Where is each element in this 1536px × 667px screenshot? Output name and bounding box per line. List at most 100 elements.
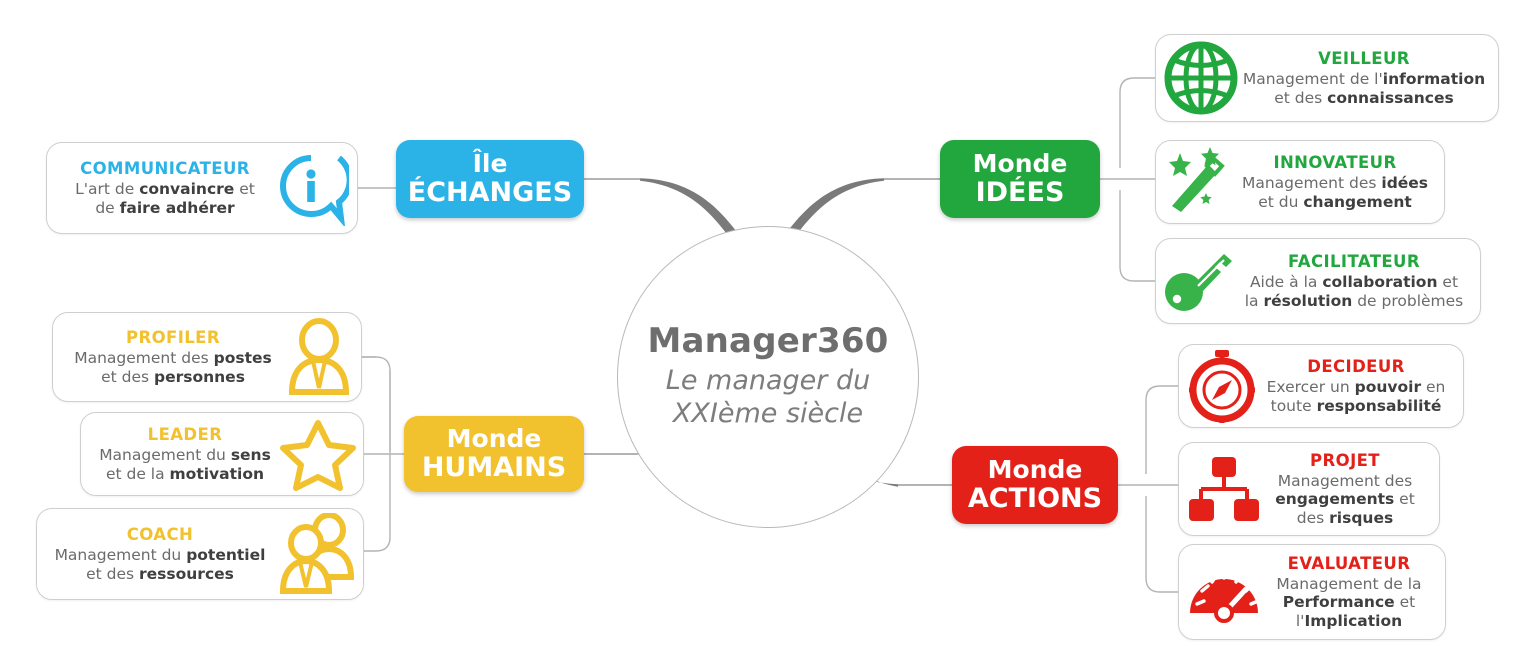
- world-node-actions[interactable]: Monde ACTIONS: [952, 446, 1118, 524]
- center-subtitle-line1: Le manager du: [665, 364, 871, 396]
- world-node-humains[interactable]: Monde HUMAINS: [404, 416, 584, 492]
- org-chart-icon: [1185, 451, 1261, 527]
- desc-pre: toute: [1270, 396, 1317, 415]
- desc-pre: et des: [86, 564, 140, 583]
- desc-strong: connaissances: [1327, 88, 1454, 107]
- desc-strong: information: [1382, 69, 1486, 88]
- role-desc: Management de la Performance et l'Implic…: [1263, 575, 1435, 631]
- desc-pre: Aide à la: [1249, 272, 1323, 291]
- desc-pre: Management de l': [1242, 69, 1383, 88]
- world-echanges-line2: ÉCHANGES: [407, 176, 573, 208]
- desc-strong: ressources: [139, 564, 234, 583]
- compass-icon: [1185, 349, 1259, 423]
- desc-pre: de: [95, 198, 120, 217]
- role-card-facilitateur[interactable]: FACILITATEUR Aide à la collaboration et …: [1155, 238, 1481, 324]
- world-node-idees[interactable]: Monde IDÉES: [940, 140, 1100, 218]
- role-name: LEADER: [147, 424, 223, 444]
- person-icon: [283, 318, 355, 396]
- desc-strong: personnes: [153, 367, 245, 386]
- role-card-projet[interactable]: PROJET Management des engagements et des…: [1178, 442, 1440, 536]
- role-card-text: PROFILER Management des postes et des pe…: [63, 328, 283, 386]
- role-card-text: FACILITATEUR Aide à la collaboration et …: [1238, 252, 1470, 310]
- desc-pre: Management des: [1277, 471, 1413, 490]
- role-card-text: COMMUNICATEUR L'art de convaincre et de …: [57, 159, 273, 217]
- desc-pre: L'art de: [75, 179, 140, 198]
- role-name: COACH: [126, 524, 194, 544]
- role-desc: Management des engagements et des risque…: [1261, 472, 1429, 528]
- role-name: VEILLEUR: [1318, 48, 1410, 68]
- role-card-text: VEILLEUR Management de l'information et …: [1240, 49, 1488, 107]
- magic-wand-icon: [1162, 145, 1236, 219]
- role-desc: Management du sens et de la motivation: [91, 446, 279, 483]
- role-card-profiler[interactable]: PROFILER Management des postes et des pe…: [52, 312, 362, 402]
- desc-pre: la: [1244, 291, 1264, 310]
- role-desc: Management des postes et des personnes: [63, 349, 283, 386]
- desc-post: et: [1394, 593, 1416, 612]
- role-card-leader[interactable]: LEADER Management du sens et de la motiv…: [80, 412, 364, 496]
- desc-strong: sens: [230, 445, 271, 464]
- desc-strong: postes: [213, 348, 272, 367]
- page-title: Manager360: [647, 321, 889, 362]
- role-name: INNOVATEUR: [1273, 152, 1397, 172]
- role-desc: L'art de convaincre et de faire adhérer: [57, 180, 273, 217]
- role-card-text: COACH Management du potentiel et des res…: [47, 525, 273, 583]
- role-name: PROJET: [1310, 450, 1380, 470]
- desc-strong: engagements: [1275, 490, 1395, 509]
- role-card-text: INNOVATEUR Management des idées et du ch…: [1236, 153, 1434, 211]
- desc-strong: motivation: [169, 464, 265, 483]
- world-idees-line2: IDÉES: [975, 176, 1065, 208]
- role-name: COMMUNICATEUR: [80, 158, 250, 178]
- role-name: EVALUATEUR: [1287, 553, 1411, 573]
- desc-pre: Management du: [54, 545, 187, 564]
- role-name: FACILITATEUR: [1288, 251, 1420, 271]
- desc-pre: des: [1296, 508, 1330, 527]
- desc-post: en: [1421, 377, 1446, 396]
- world-humains-line2: HUMAINS: [421, 451, 567, 483]
- desc-strong: Performance: [1282, 593, 1395, 612]
- desc-post: et: [1394, 490, 1415, 509]
- world-humains-line1: Monde: [446, 423, 542, 453]
- world-node-echanges[interactable]: Île ÉCHANGES: [396, 140, 584, 218]
- role-card-evaluateur[interactable]: EVALUATEUR Management de la Performance …: [1178, 544, 1446, 640]
- role-desc: Exercer un pouvoir en toute responsabili…: [1259, 378, 1453, 415]
- center-node: Manager360 Le manager du XXIème siècle: [617, 226, 919, 528]
- role-desc: Management de l'information et des conna…: [1240, 70, 1488, 107]
- role-card-veilleur[interactable]: VEILLEUR Management de l'information et …: [1155, 34, 1499, 122]
- role-card-decideur[interactable]: DECIDEUR Exercer un pouvoir en toute res…: [1178, 344, 1464, 428]
- desc-pre: Management des: [1241, 173, 1382, 192]
- role-card-coach[interactable]: COACH Management du potentiel et des res…: [36, 508, 364, 600]
- desc-strong: convaincre: [139, 179, 235, 198]
- center-subtitle-line2: XXIème siècle: [672, 397, 864, 429]
- desc-strong: potentiel: [186, 545, 266, 564]
- desc-pre: et des: [101, 367, 154, 386]
- role-name: PROFILER: [126, 327, 220, 347]
- role-card-text: LEADER Management du sens et de la motiv…: [91, 425, 279, 483]
- role-desc: Aide à la collaboration et la résolution…: [1238, 273, 1470, 310]
- world-actions-line2: ACTIONS: [967, 482, 1103, 514]
- desc-strong: pouvoir: [1354, 377, 1422, 396]
- world-echanges-line1: Île: [472, 148, 508, 178]
- key-icon: [1162, 246, 1238, 316]
- role-name: DECIDEUR: [1307, 356, 1405, 376]
- desc-strong: responsabilité: [1316, 396, 1442, 415]
- center-subtitle: Le manager du XXIème siècle: [666, 365, 870, 431]
- gauge-icon: [1185, 561, 1263, 623]
- desc-strong: collaboration: [1322, 272, 1438, 291]
- desc-strong: changement: [1303, 192, 1412, 211]
- role-card-innovateur[interactable]: INNOVATEUR Management des idées et du ch…: [1155, 140, 1445, 224]
- desc-pre: Exercer un: [1266, 377, 1355, 396]
- desc-strong: idées: [1381, 173, 1429, 192]
- desc-pre: et des: [1274, 88, 1328, 107]
- desc-post: de problèmes: [1352, 291, 1464, 310]
- role-card-text: DECIDEUR Exercer un pouvoir en toute res…: [1259, 357, 1453, 415]
- desc-pre: Management des: [74, 348, 214, 367]
- role-card-text: EVALUATEUR Management de la Performance …: [1263, 554, 1435, 631]
- desc-pre: et de la: [105, 464, 170, 483]
- two-people-icon: [273, 513, 357, 595]
- role-card-communicateur[interactable]: COMMUNICATEUR L'art de convaincre et de …: [46, 142, 358, 234]
- desc-pre: l': [1295, 611, 1305, 630]
- globe-icon: [1162, 39, 1240, 117]
- world-actions-line1: Monde: [987, 454, 1083, 484]
- desc-pre: Management du: [99, 445, 231, 464]
